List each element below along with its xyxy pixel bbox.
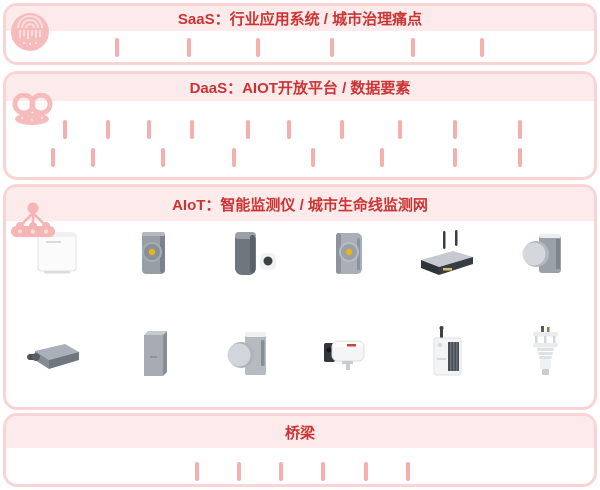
separator-bar: [398, 120, 402, 139]
section-saas-title: SaaS：行业应用系统 / 城市治理痛点: [177, 11, 423, 28]
section-bridge-title: 桥梁: [284, 424, 315, 442]
pressure-gauge-sensor: [522, 234, 561, 273]
device-row-1: [6, 226, 594, 276]
section-aiot: AIoT：智能监测仪 / 城市生命线监测网: [3, 184, 597, 410]
separator-bar: [115, 38, 119, 57]
separator-bar: [480, 38, 484, 57]
separator-bar: [190, 120, 194, 139]
section-daas: DaaS：AIOT开放平台 / 数据要素: [3, 71, 597, 180]
section-aiot-header: AIoT：智能监测仪 / 城市生命线监测网: [6, 187, 594, 221]
separator-bar: [311, 148, 315, 167]
section-saas: SaaS：行业应用系统 / 城市治理痛点: [3, 3, 597, 65]
separator-bar: [195, 462, 199, 481]
section-daas-title: DaaS：AIOT开放平台 / 数据要素: [189, 80, 411, 97]
separator-bar: [91, 148, 95, 167]
separator-bar: [106, 120, 110, 139]
separator-bar: [364, 462, 368, 481]
separator-bar: [51, 148, 55, 167]
separator-bar: [518, 120, 522, 139]
device-row-2: [6, 319, 594, 377]
separator-bar: [279, 462, 283, 481]
sensor-network-icon: [11, 202, 55, 237]
separator-bar: [340, 120, 344, 139]
white-wall-sensor: [37, 232, 77, 274]
separator-bar: [518, 148, 522, 167]
separator-bar: [406, 462, 410, 481]
section-bridge: 桥梁: [3, 413, 597, 487]
section-bridge-header: 桥梁: [6, 416, 594, 448]
gray-sensor-yellow-indicator-2: [336, 233, 362, 274]
section-aiot-title: AIoT：智能监测仪 / 城市生命线监测网: [172, 196, 428, 214]
separator-bar: [380, 148, 384, 167]
dark-cylinder-sensor-with-probe: [235, 232, 276, 275]
separator-bar: [246, 120, 250, 139]
separator-bar: [256, 38, 260, 57]
section-saas-header: SaaS：行业应用系统 / 城市治理痛点: [6, 6, 594, 31]
separator-bar: [147, 120, 151, 139]
section-daas-header: DaaS：AIOT开放平台 / 数据要素: [6, 74, 594, 101]
flat-vibration-sensor: [27, 344, 79, 369]
separator-bar: [232, 148, 236, 167]
separator-bar: [63, 120, 67, 139]
gray-sensor-yellow-indicator: [142, 232, 165, 274]
separator-bar: [321, 462, 325, 481]
separator-bar: [330, 38, 334, 57]
separator-bar: [411, 38, 415, 57]
separator-bar: [237, 462, 241, 481]
separator-bar: [161, 148, 165, 167]
separator-bar: [453, 148, 457, 167]
separator-bar: [187, 38, 191, 57]
fingerprint-globe-icon: [11, 13, 49, 51]
disc-gas-sensor: [227, 332, 266, 375]
telemetry-cabinet-with-antenna: [433, 326, 462, 376]
bullet-surveillance-camera: [324, 340, 365, 370]
ultrasonic-weather-station: [533, 326, 558, 375]
pillar-monitor-box: [144, 331, 167, 376]
separator-bar: [287, 120, 291, 139]
separator-bar: [453, 120, 457, 139]
data-rings-icon: [12, 93, 53, 125]
wireless-gateway-router: [421, 230, 473, 275]
